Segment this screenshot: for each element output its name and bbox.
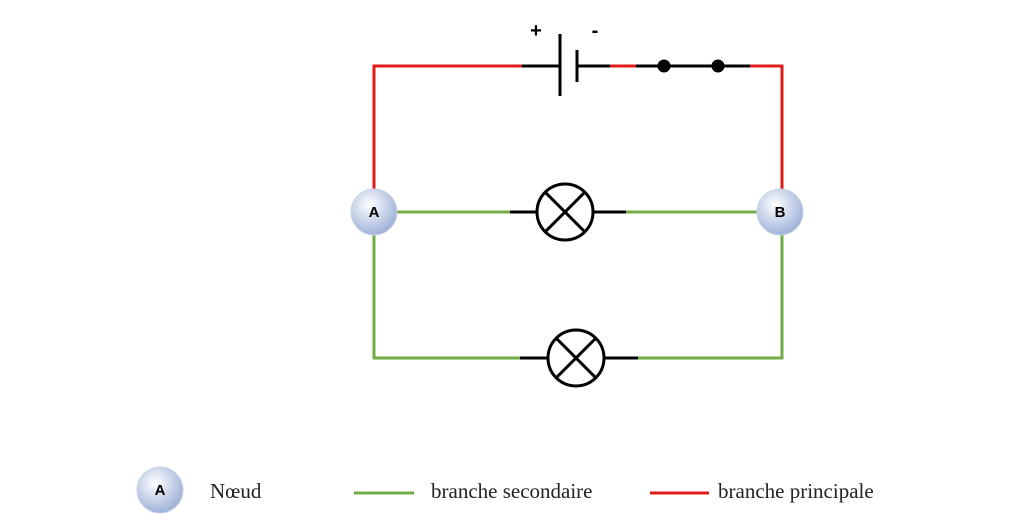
legend-node-symbol: A (136, 466, 184, 514)
switch-contact-right (711, 59, 725, 73)
legend-node-symbol-label: A (155, 482, 166, 499)
switch (636, 59, 750, 73)
main-branch (372, 64, 784, 198)
node-b: B (756, 188, 804, 236)
legend-main-label: branche principale (718, 479, 874, 503)
lamp-lower-cross-2 (555, 337, 597, 379)
node-a-circle (350, 188, 398, 236)
node-b-circle (756, 188, 804, 236)
battery (522, 34, 610, 96)
node-a-label: A (369, 204, 380, 221)
main-branch-right-wire (718, 64, 784, 198)
secondary-lower-left-wire (372, 235, 520, 360)
battery-negative-sign: - (592, 20, 599, 42)
secondary-lower-right-wire (638, 235, 784, 360)
legend-secondary-label: branche secondaire (431, 479, 593, 503)
lamp-lower (520, 328, 638, 388)
battery-positive-sign: + (530, 20, 542, 42)
main-branch-left-wire (372, 64, 522, 198)
node-a: A (350, 188, 398, 236)
legend-node-label: Nœud (210, 479, 262, 503)
node-b-label: B (775, 204, 786, 221)
switch-contact-left (657, 59, 671, 73)
legend-node-circle (136, 466, 184, 514)
legend: A Nœud branche secondaire branche princi… (136, 466, 874, 514)
lamp-upper (510, 182, 626, 242)
secondary-branch (372, 210, 784, 360)
lamp-upper-cross-2 (544, 191, 586, 233)
